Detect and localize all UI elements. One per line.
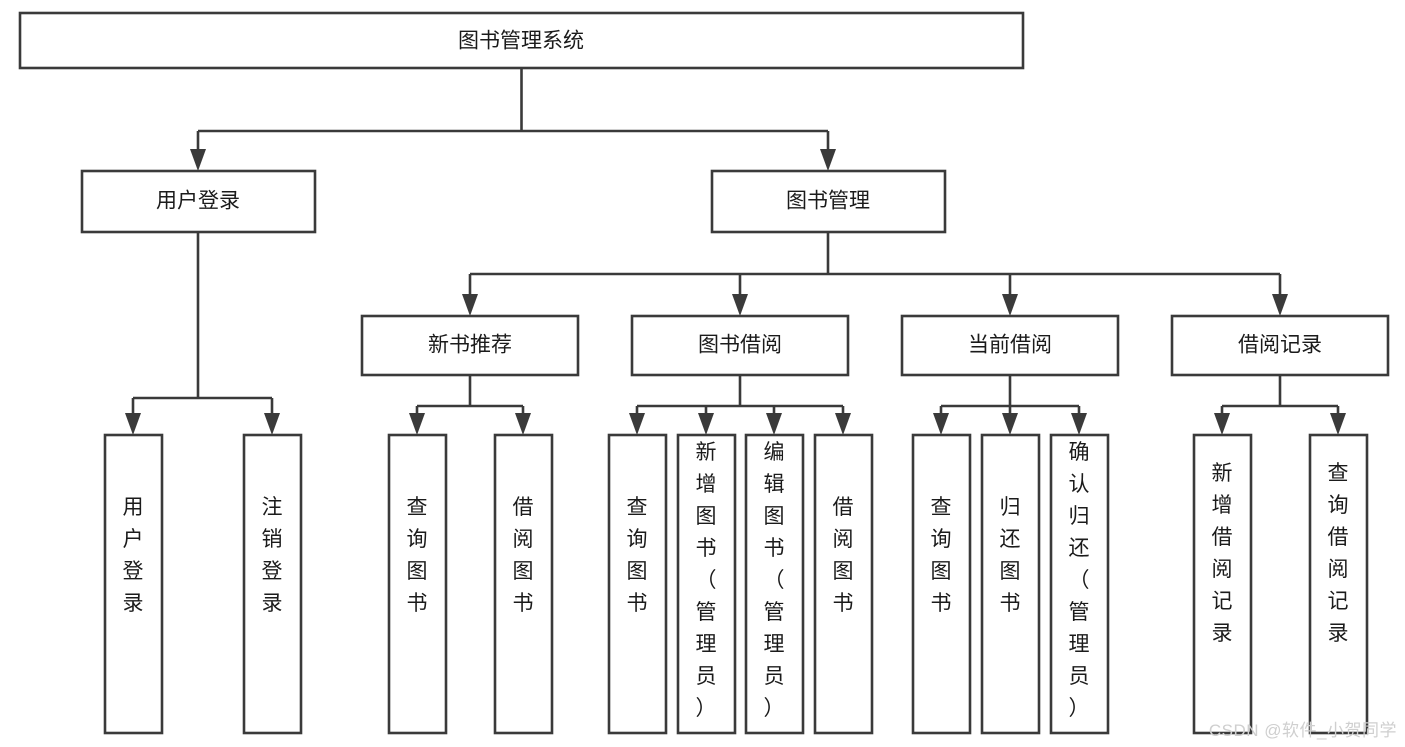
- node-book-manage-box[interactable]: [710, 169, 947, 234]
- node-borrow-record[interactable]: 借阅记录: [1170, 314, 1390, 377]
- node-leaf-add-borrow-record[interactable]: 新增借阅记录: [1192, 433, 1253, 735]
- node-leaf-confirm-return-admin[interactable]: 确认归还（管理员）: [1049, 433, 1110, 735]
- arrow-head-leaf-edit-book-admin: [766, 413, 782, 435]
- node-root-box[interactable]: [18, 11, 1025, 70]
- node-new-book-recommend[interactable]: 新书推荐: [360, 314, 580, 377]
- node-leaf-query-book-3-box[interactable]: [911, 433, 972, 735]
- node-leaf-logout-login-box[interactable]: [242, 433, 303, 735]
- node-leaf-query-book-2-box[interactable]: [607, 433, 668, 735]
- node-leaf-borrow-book-1[interactable]: 借阅图书: [493, 433, 554, 735]
- arrow-head-leaf-return-book: [1002, 413, 1018, 435]
- node-leaf-query-book-1[interactable]: 查询图书: [387, 433, 448, 735]
- node-book-borrow[interactable]: 图书借阅: [630, 314, 850, 377]
- arrow-head-leaf-add-book-admin: [698, 413, 714, 435]
- node-user-login-label: 用户登录: [156, 190, 240, 213]
- arrow-head-leaf-query-book-2: [629, 413, 645, 435]
- node-leaf-add-book-admin-label: 新增图书（管理员）: [696, 441, 717, 720]
- node-leaf-user-login[interactable]: 用户登录: [103, 433, 164, 735]
- arrow-head-book-manage: [820, 149, 836, 171]
- node-leaf-add-borrow-record-box[interactable]: [1192, 433, 1253, 735]
- node-leaf-borrow-book-1-label: 借阅图书: [513, 496, 534, 615]
- node-leaf-edit-book-admin-box[interactable]: [744, 433, 805, 735]
- node-leaf-logout-login-label: 注销登录: [262, 496, 283, 615]
- arrow-head-current-borrow: [1002, 294, 1018, 316]
- node-leaf-add-borrow-record-label: 新增借阅记录: [1212, 462, 1233, 645]
- node-book-borrow-label: 图书借阅: [698, 334, 782, 357]
- node-new-book-recommend-box[interactable]: [360, 314, 580, 377]
- arrow-head-book-borrow: [732, 294, 748, 316]
- arrow-head-leaf-query-book-3: [933, 413, 949, 435]
- node-current-borrow-box[interactable]: [900, 314, 1120, 377]
- arrow-head-leaf-confirm-return-admin: [1071, 413, 1087, 435]
- connector-layer: [125, 68, 1346, 435]
- node-borrow-record-label: 借阅记录: [1238, 334, 1322, 357]
- node-root[interactable]: 图书管理系统: [18, 11, 1025, 70]
- node-leaf-edit-book-admin-label: 编辑图书（管理员）: [764, 441, 785, 720]
- node-leaf-query-borrow-record-box[interactable]: [1308, 433, 1369, 735]
- arrow-head-leaf-add-borrow-record: [1214, 413, 1230, 435]
- node-leaf-borrow-book-2-box[interactable]: [813, 433, 874, 735]
- node-leaf-query-borrow-record[interactable]: 查询借阅记录: [1308, 433, 1369, 735]
- node-leaf-query-book-2-label: 查询图书: [627, 496, 648, 615]
- arrow-head-leaf-query-borrow-record: [1330, 413, 1346, 435]
- node-leaf-confirm-return-admin-box[interactable]: [1049, 433, 1110, 735]
- arrow-head-borrow-record: [1272, 294, 1288, 316]
- node-current-borrow-label: 当前借阅: [968, 334, 1052, 357]
- node-new-book-recommend-label: 新书推荐: [428, 334, 512, 357]
- node-borrow-record-box[interactable]: [1170, 314, 1390, 377]
- arrow-head-leaf-query-book-1: [409, 413, 425, 435]
- node-leaf-query-book-2[interactable]: 查询图书: [607, 433, 668, 735]
- node-leaf-return-book[interactable]: 归还图书: [980, 433, 1041, 735]
- arrow-head-leaf-user-login: [125, 413, 141, 435]
- node-user-login[interactable]: 用户登录: [80, 169, 317, 234]
- node-leaf-borrow-book-2[interactable]: 借阅图书: [813, 433, 874, 735]
- node-leaf-user-login-box[interactable]: [103, 433, 164, 735]
- arrow-head-user-login: [190, 149, 206, 171]
- node-leaf-query-book-1-box[interactable]: [387, 433, 448, 735]
- node-leaf-borrow-book-2-label: 借阅图书: [833, 496, 854, 615]
- node-current-borrow[interactable]: 当前借阅: [900, 314, 1120, 377]
- node-leaf-borrow-book-1-box[interactable]: [493, 433, 554, 735]
- node-book-manage-label: 图书管理: [786, 190, 870, 213]
- arrow-head-leaf-borrow-book-2: [835, 413, 851, 435]
- node-leaf-add-book-admin[interactable]: 新增图书（管理员）: [676, 433, 737, 735]
- arrow-head-leaf-borrow-book-1: [515, 413, 531, 435]
- node-leaf-add-book-admin-box[interactable]: [676, 433, 737, 735]
- node-leaf-query-book-3-label: 查询图书: [931, 496, 952, 615]
- node-book-manage[interactable]: 图书管理: [710, 169, 947, 234]
- node-leaf-query-borrow-record-label: 查询借阅记录: [1328, 462, 1349, 645]
- node-root-label: 图书管理系统: [458, 30, 584, 53]
- node-leaf-edit-book-admin[interactable]: 编辑图书（管理员）: [744, 433, 805, 735]
- node-leaf-return-book-box[interactable]: [980, 433, 1041, 735]
- node-leaf-confirm-return-admin-label: 确认归还（管理员）: [1069, 441, 1090, 720]
- node-leaf-logout-login[interactable]: 注销登录: [242, 433, 303, 735]
- arrow-head-leaf-logout-login: [264, 413, 280, 435]
- node-book-borrow-box[interactable]: [630, 314, 850, 377]
- node-leaf-query-book-3[interactable]: 查询图书: [911, 433, 972, 735]
- csdn-watermark: CSDN @软件_小贺同学: [1208, 721, 1397, 740]
- node-user-login-box[interactable]: [80, 169, 317, 234]
- arrow-head-new-book-recommend: [462, 294, 478, 316]
- node-leaf-return-book-label: 归还图书: [1000, 496, 1021, 615]
- node-leaf-query-book-1-label: 查询图书: [407, 496, 428, 615]
- node-leaf-user-login-label: 用户登录: [123, 496, 144, 615]
